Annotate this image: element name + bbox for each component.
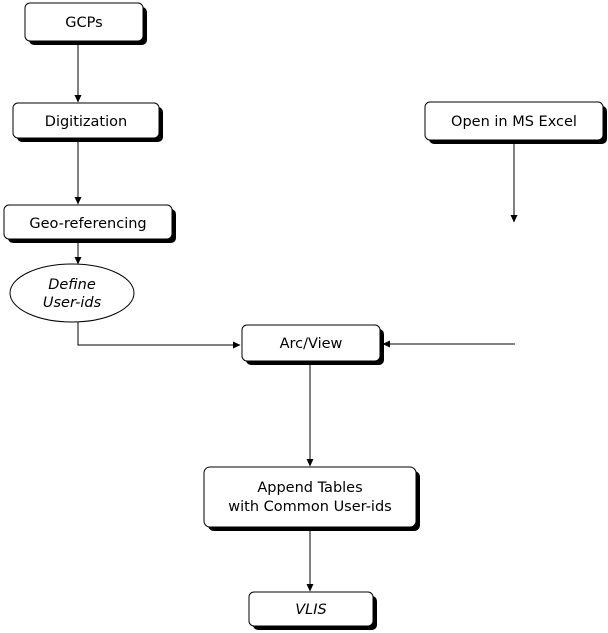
node-vlis: VLIS bbox=[248, 591, 377, 630]
arrow-define-userids-to-arcview bbox=[77, 322, 241, 349]
node-gcps: GCPs bbox=[24, 2, 147, 45]
node-define-userids: Define User-ids bbox=[9, 263, 135, 323]
node-georeferencing-label: Geo-referencing bbox=[29, 216, 146, 232]
node-digitization-label: Digitization bbox=[45, 114, 127, 130]
node-open-excel: Open in MS Excel bbox=[424, 101, 607, 144]
node-georeferencing: Geo-referencing bbox=[3, 204, 176, 243]
node-gcps-label: GCPs bbox=[65, 15, 102, 31]
node-append-tables-line2: with Common User-ids bbox=[228, 499, 391, 515]
node-append-tables-line1: Append Tables bbox=[257, 480, 362, 496]
node-digitization: Digitization bbox=[12, 102, 163, 142]
node-define-userids-line2: User-ids bbox=[43, 295, 102, 311]
node-open-excel-label: Open in MS Excel bbox=[451, 114, 577, 130]
node-define-userids-line1: Define bbox=[48, 277, 96, 293]
node-arcview-label: Arc/View bbox=[280, 336, 343, 352]
node-append-tables: Append Tables with Common User-ids bbox=[203, 466, 420, 531]
node-arcview: Arc/View bbox=[241, 324, 384, 365]
node-vlis-label: VLIS bbox=[295, 602, 326, 618]
